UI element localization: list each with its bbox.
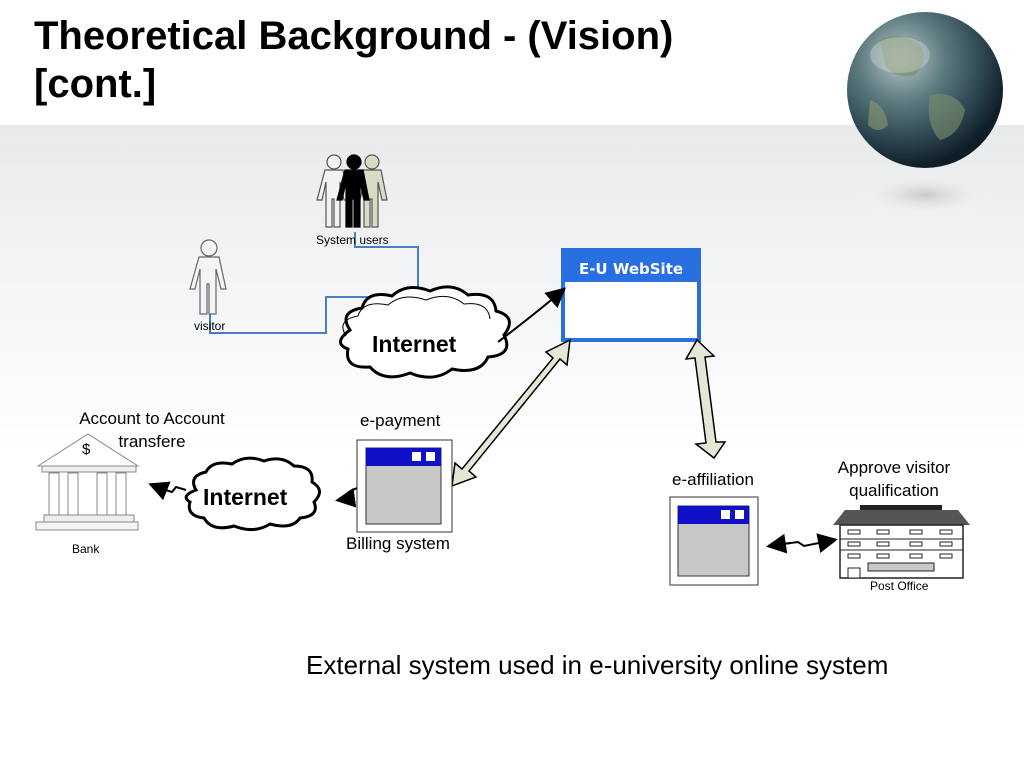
window-icon bbox=[356, 439, 453, 533]
title-line-2: [cont.] bbox=[34, 62, 157, 106]
zigzag-connectors bbox=[148, 481, 838, 554]
people-icon bbox=[316, 154, 388, 228]
slide-caption: External system used in e-university onl… bbox=[306, 650, 889, 680]
system-users-label: System users bbox=[316, 233, 389, 247]
background-band bbox=[0, 125, 1024, 455]
approve-label: Approve visitor qualification bbox=[810, 456, 978, 502]
account-transfer-line-1: Account to Account bbox=[79, 409, 225, 428]
internet-left-label: Internet bbox=[203, 484, 288, 510]
billing-label: Billing system bbox=[346, 534, 450, 553]
person-icon bbox=[189, 239, 227, 315]
eaffiliation-label: e-affiliation bbox=[672, 470, 754, 489]
website-title: E-U WebSite bbox=[578, 260, 684, 278]
cloud-icon bbox=[339, 285, 511, 379]
approve-line-2: qualification bbox=[849, 481, 939, 500]
internet-top-label: Internet bbox=[372, 331, 457, 357]
title-line-1: Theoretical Background - (Vision) bbox=[34, 14, 674, 58]
post-office-label: Post Office bbox=[870, 579, 929, 593]
dollar-sign: $ bbox=[82, 441, 91, 458]
post-office-icon bbox=[833, 505, 970, 579]
bank-label: Bank bbox=[72, 542, 100, 556]
internet-website-arrow bbox=[497, 287, 567, 343]
user-connectors bbox=[209, 232, 419, 334]
billing-website-arrow bbox=[451, 338, 571, 488]
bank-icon bbox=[35, 433, 140, 531]
slide-title: Theoretical Background - (Vision) [cont.… bbox=[34, 12, 673, 108]
window-icon bbox=[669, 496, 759, 586]
globe-icon bbox=[847, 12, 1003, 217]
visitor-label: visitor bbox=[194, 319, 226, 333]
website-window bbox=[561, 248, 701, 342]
account-transfer-label: Account to Account transfere bbox=[52, 407, 252, 453]
account-transfer-line-2: transfere bbox=[118, 432, 186, 451]
cloud-icon bbox=[184, 456, 321, 531]
epayment-label: e-payment bbox=[360, 411, 441, 430]
approve-line-1: Approve visitor bbox=[837, 458, 951, 477]
website-affiliation-arrow bbox=[684, 338, 727, 460]
